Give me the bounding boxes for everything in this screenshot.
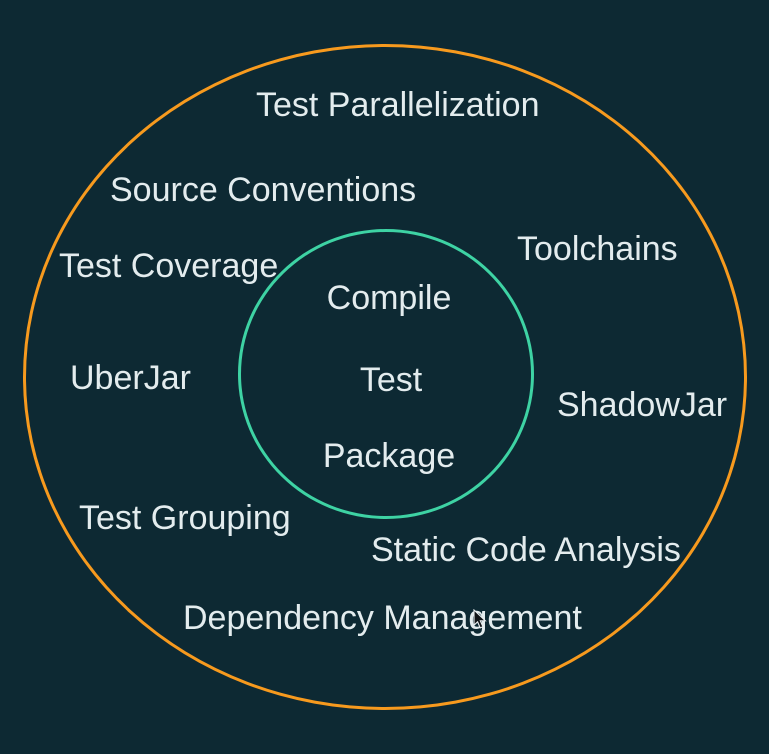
inner-lifecycle-circle (238, 229, 534, 519)
label-package: Package (322, 437, 456, 475)
label-test-grouping: Test Grouping (79, 499, 291, 537)
label-source-conventions: Source Conventions (110, 171, 417, 209)
label-shadowjar: ShadowJar (557, 386, 728, 424)
label-test: Test (359, 361, 423, 399)
label-dependency-management: Dependency Management (183, 599, 582, 637)
mouse-cursor-icon (473, 609, 487, 629)
label-test-parallelization: Test Parallelization (256, 86, 540, 124)
label-test-coverage: Test Coverage (59, 247, 279, 285)
outer-ring-circle (23, 44, 747, 710)
label-toolchains: Toolchains (517, 230, 678, 268)
label-uberjar: UberJar (70, 359, 191, 397)
label-static-code-analysis: Static Code Analysis (371, 531, 681, 569)
label-compile: Compile (326, 279, 452, 317)
